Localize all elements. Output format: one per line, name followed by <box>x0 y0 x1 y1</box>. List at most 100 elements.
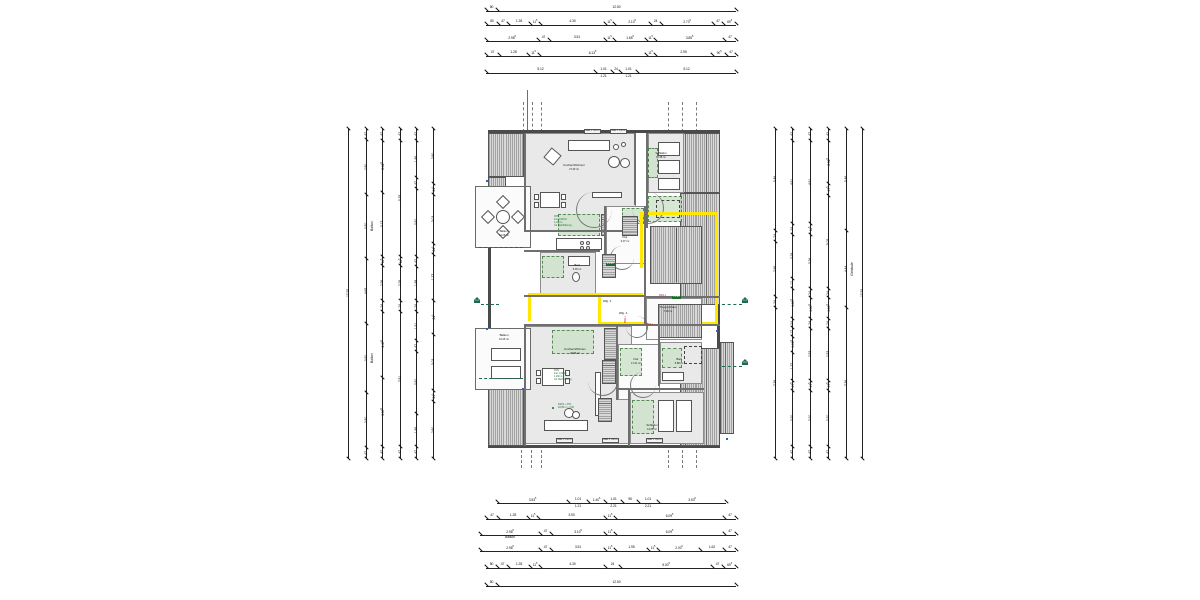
dimension-label: 3.20 <box>789 414 794 422</box>
dimension-label: 47 <box>490 512 494 517</box>
balcony-furniture-upper <box>475 186 531 248</box>
dining-table-lower <box>542 368 564 386</box>
room-label-area: 17.01 m² <box>631 361 641 365</box>
corner-marker <box>486 180 489 183</box>
dimension-label: 24 <box>825 290 830 295</box>
dimension-label: 3.535 <box>528 496 537 502</box>
dimension-label: 1.605 <box>825 303 831 312</box>
dimension-label: 1.01 <box>610 496 617 501</box>
dimension-label: 47 <box>789 450 794 454</box>
door-arc-lower-3 <box>626 316 648 338</box>
coffee-table-lower-2 <box>572 411 580 419</box>
dining-chair-lower-4 <box>565 378 570 384</box>
dimension-label: 6.135 <box>588 49 597 55</box>
dimension-label: 2.985 <box>506 544 514 550</box>
grid-line <box>696 102 697 132</box>
room-label-area: 9.07 m² <box>620 239 630 243</box>
section-marker-label: 1.1 <box>742 299 748 304</box>
section-cut-line-balcony-upper <box>479 247 523 248</box>
dimension-label: 47 <box>501 18 505 23</box>
dimension-label: 47 <box>541 34 546 39</box>
dimension-label: 47 <box>728 512 732 517</box>
section-marker-right-1-1[interactable]: 1.1 <box>742 297 748 304</box>
dimension-label: 80 <box>489 561 494 566</box>
room-label: Balkon 10.26 m² <box>482 333 526 341</box>
shaft-hatch-1 <box>622 216 638 236</box>
dimension-sublabel: 2.21 <box>610 503 617 508</box>
window-tag: BRH = 1,00 m <box>602 438 619 444</box>
window-tag-text: BRH = 1,00 m <box>611 130 626 132</box>
facade-slats-top-left <box>488 133 524 177</box>
dimension-label: 115 <box>532 18 538 24</box>
dimension-label: 42 <box>825 132 830 136</box>
dimension-label: 1.01 <box>625 66 632 71</box>
room-label: Schlafen 10.98 m² <box>646 151 676 159</box>
shaft-hatch-3 <box>602 360 616 384</box>
dimension-label: 47 <box>728 528 732 533</box>
dimension-label: 80 <box>489 579 494 584</box>
red-annotation-text: RWA 1 <box>659 295 667 297</box>
unit-label-wfg4: Wfg. 4 <box>612 311 634 316</box>
dimension-label: 2.735 <box>683 18 691 24</box>
dimension-label: 4.30 <box>569 561 576 566</box>
flur-zone-lower <box>620 348 642 376</box>
dimension-label: 24 <box>789 226 794 231</box>
room-label: Kochen/Wohnen 27.49 m² <box>552 163 596 171</box>
interior-wall-5 <box>604 206 607 264</box>
toilet-upper <box>572 272 580 282</box>
dimension-label: 1.95 <box>628 544 635 549</box>
door-arc-lower-2 <box>630 372 656 398</box>
section-arrow-icon <box>742 359 748 362</box>
dimension-label: 24 <box>772 233 777 238</box>
dining-chair-upper-1 <box>534 194 539 200</box>
dimension-label: 3.29 <box>789 252 794 260</box>
grid-line <box>523 102 524 132</box>
dimension-label: 3.20 <box>825 414 830 422</box>
unit-label-wfg3: Wfg. 3 <box>596 299 618 304</box>
dimension-label: 115 <box>607 528 613 534</box>
section-marker-label: 2.2 <box>742 361 748 366</box>
dimension-sublabel: 1.21 <box>625 73 632 78</box>
dimension-label: 24 <box>610 561 615 566</box>
section-marker-right-2-2[interactable]: 2.2 <box>742 359 748 366</box>
dimension-label: 2.56 <box>772 265 777 272</box>
exterior-wall-bottom <box>488 445 720 449</box>
corner-marker <box>486 328 489 331</box>
dimension-label: 47 <box>807 132 812 136</box>
bed-lower-1 <box>658 400 674 432</box>
bed-upper-2 <box>658 160 680 174</box>
interior-wall-14 <box>524 326 527 446</box>
dimension-label: 3.855 <box>685 34 694 40</box>
dimension-label: 115 <box>650 544 656 550</box>
dimension-label: 5.12 <box>537 66 544 71</box>
dining-chair-upper-4 <box>561 202 566 208</box>
room-label-area: 5.36 m² <box>572 267 582 271</box>
shaft-hatch-4 <box>598 398 612 422</box>
dimension-note: Balkon <box>505 535 515 540</box>
dimension-label: 24 <box>614 66 618 71</box>
green-annotation: 1.FSS <box>672 295 681 299</box>
dimension-label: 47 <box>715 561 720 566</box>
dimension-line <box>480 535 736 536</box>
dimension-label: 24 <box>807 290 812 295</box>
dimension-label: 5.46 <box>843 175 848 183</box>
escape-route-yellow-v2 <box>528 293 532 321</box>
dimension-label: 47 <box>729 49 733 54</box>
section-marker-left-1-1[interactable]: 1.1 <box>474 297 480 304</box>
window-tag-text: BRH = 1,00 m <box>557 439 572 441</box>
room-label-area: 10.98 m² <box>656 155 666 159</box>
dimension-label: 115 <box>648 34 653 40</box>
bed-upper-3 <box>658 178 680 190</box>
room-label-name: Balkon <box>499 333 509 337</box>
green-annotation: 2.FSS <box>606 262 615 266</box>
dimension-line <box>486 568 736 569</box>
dimension-line <box>486 11 736 12</box>
interior-wall-12 <box>618 388 704 391</box>
coffee-table-upper <box>613 144 619 150</box>
room-label-name: Kochen/Wohnen <box>564 347 586 351</box>
kitchen-zone-lower <box>552 330 594 354</box>
bathtub-upper <box>568 256 590 266</box>
armchair-upper <box>608 156 620 168</box>
